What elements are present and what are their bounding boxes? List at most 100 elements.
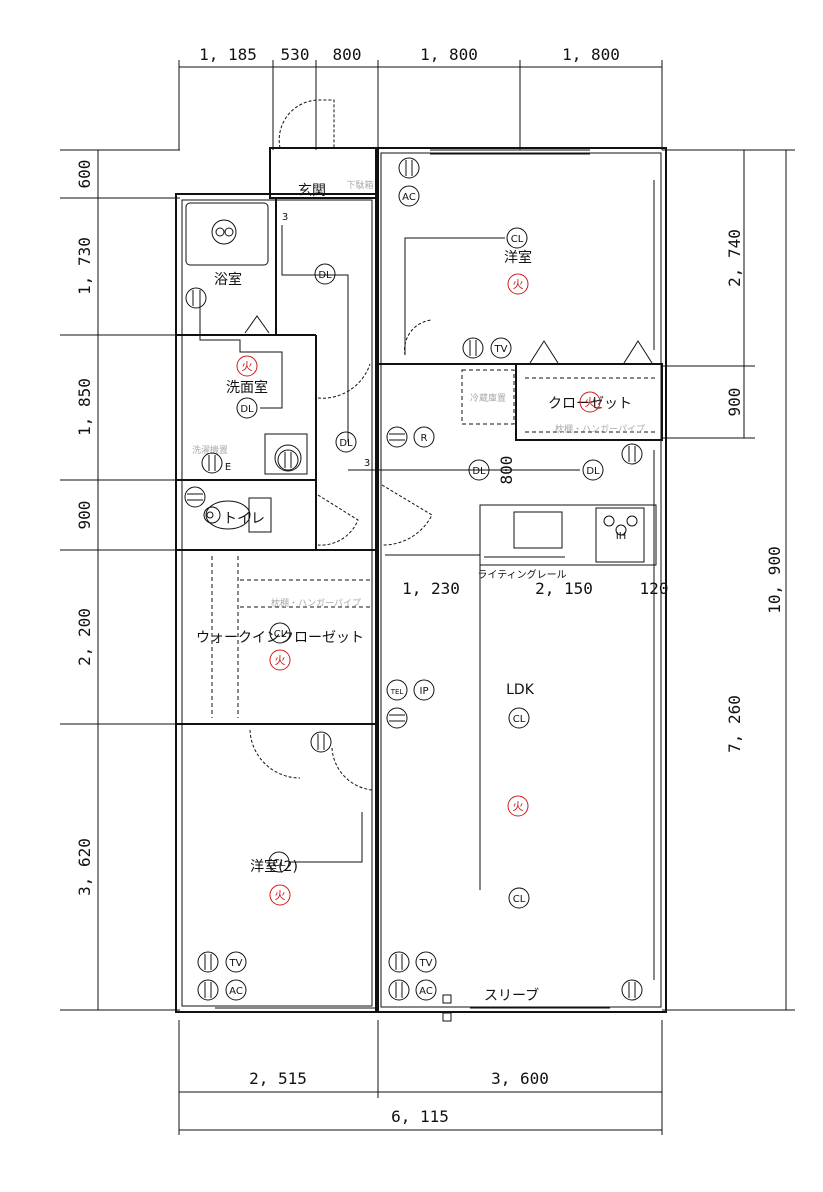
walls (175, 147, 667, 1013)
fire-alarm-icon: 火 (579, 391, 601, 413)
svg-text:火: 火 (275, 889, 286, 902)
svg-text:火: 火 (513, 278, 524, 291)
ac-symbol: AC (225, 979, 247, 1001)
dim-top-1: 1, 185 (199, 45, 257, 64)
room-closet: クローゼット (548, 396, 632, 412)
label-step-1: 3 (282, 212, 288, 223)
dim-right-3: 7, 260 (725, 695, 744, 753)
cl-symbol: CL (508, 707, 530, 729)
r-symbol: R (413, 426, 435, 448)
ac-symbol: AC (398, 185, 420, 207)
closet-lines (211, 369, 658, 718)
svg-text:AC: AC (419, 986, 433, 997)
fire-alarm-icon: 火 (507, 795, 529, 817)
fire-alarm-icon: 火 (236, 355, 258, 377)
cl-symbol: CL (268, 851, 290, 873)
label-lighting-rail: ライティングレール (477, 568, 566, 581)
e-symbol: E (225, 462, 231, 473)
tv-symbol: TV (225, 951, 247, 973)
cl-symbol: CL (508, 887, 530, 909)
dim-interior-3: 120 (640, 579, 669, 598)
dim-right-total: 10, 900 (765, 546, 784, 613)
dim-bottom-1: 2, 515 (249, 1069, 307, 1088)
cl-symbol: CL (269, 622, 291, 644)
wiring (199, 225, 580, 890)
dl-symbol: DL (236, 397, 258, 419)
dl-symbol: DL (335, 431, 357, 453)
svg-text:火: 火 (275, 654, 286, 667)
svg-text:AC: AC (402, 192, 416, 203)
sleeve-marker (442, 994, 452, 1022)
svg-text:DL: DL (318, 270, 332, 281)
svg-text:IH: IH (616, 531, 626, 542)
fixtures (185, 202, 653, 533)
label-step-2: 3 (364, 458, 370, 469)
label-fridge: 冷蔵庫置 (470, 392, 506, 404)
svg-text:CL: CL (273, 858, 286, 869)
dim-left-2: 1, 730 (75, 237, 94, 295)
svg-text:DL: DL (586, 466, 600, 477)
svg-text:DL: DL (240, 404, 254, 415)
room-western2: 洋室(2) (250, 858, 298, 875)
tv-symbol: TV (490, 337, 512, 359)
room-entrance: 玄関 (298, 182, 326, 199)
room-toilet: トイレ (223, 511, 265, 527)
windows (215, 149, 655, 1009)
svg-text:CL: CL (513, 894, 526, 905)
label-laundry: 洗濯機置 (192, 444, 228, 456)
fire-alarm-icon: 火 (269, 649, 291, 671)
dl-symbol: DL (582, 459, 604, 481)
dim-left-6: 3, 620 (75, 838, 94, 896)
svg-text:TV: TV (494, 344, 508, 355)
dim-left-5: 2, 200 (75, 608, 94, 666)
dl-symbol: DL (468, 459, 490, 481)
label-sleeve: スリーブ (484, 987, 539, 1004)
dim-interior-4: 800 (497, 456, 516, 485)
ac-symbol: AC (415, 979, 437, 1001)
label-hanger-1: 枕棚・ハンガーパイプ (555, 423, 645, 435)
svg-text:IP: IP (420, 686, 429, 697)
svg-text:TV: TV (229, 958, 243, 969)
outlet-icons (184, 157, 643, 1001)
dim-top-3: 800 (333, 45, 362, 64)
dim-top-4: 1, 800 (420, 45, 478, 64)
dim-left-4: 900 (75, 501, 94, 530)
svg-text:DL: DL (339, 438, 353, 449)
bottom-dimension-lines (178, 1020, 663, 1135)
svg-text:火: 火 (513, 800, 524, 813)
fire-alarm-icon: 火 (269, 884, 291, 906)
top-dimension-line (178, 60, 663, 150)
svg-text:TV: TV (419, 958, 433, 969)
left-dimension-line (60, 149, 180, 1011)
svg-text:AC: AC (229, 986, 243, 997)
room-walkin-closet: ウォークインクローゼット (196, 630, 364, 646)
room-western1: 洋室 (504, 249, 532, 266)
svg-text:CL: CL (513, 714, 526, 725)
dim-bottom-2: 3, 600 (491, 1069, 549, 1088)
room-washroom: 洗面室 (226, 379, 268, 396)
cl-symbol: CL (506, 227, 528, 249)
right-dimension-lines (662, 149, 795, 1011)
ip-symbol: IP (413, 679, 435, 701)
svg-text:DL: DL (472, 466, 486, 477)
svg-text:R: R (421, 433, 428, 444)
dim-right-1: 2, 740 (725, 229, 744, 287)
svg-text:CL: CL (511, 234, 524, 245)
fire-alarm-icon: 火 (507, 273, 529, 295)
dim-top-5: 1, 800 (562, 45, 620, 64)
tel-symbol: TEL (386, 679, 408, 701)
ih-symbol: IH (616, 531, 626, 542)
dim-left-3: 1, 850 (75, 378, 94, 436)
room-ldk: LDK (506, 682, 535, 698)
dim-top-2: 530 (281, 45, 310, 64)
svg-text:火: 火 (242, 360, 253, 373)
tv-symbol: TV (415, 951, 437, 973)
svg-text:TEL: TEL (390, 688, 404, 696)
svg-text:CL: CL (274, 629, 287, 640)
dim-interior-2: 2, 150 (535, 579, 593, 598)
dim-left-1: 600 (75, 160, 94, 189)
dl-symbol: DL (314, 263, 336, 285)
label-shoes: 下駄箱 (346, 179, 373, 191)
svg-text:火: 火 (585, 396, 596, 409)
